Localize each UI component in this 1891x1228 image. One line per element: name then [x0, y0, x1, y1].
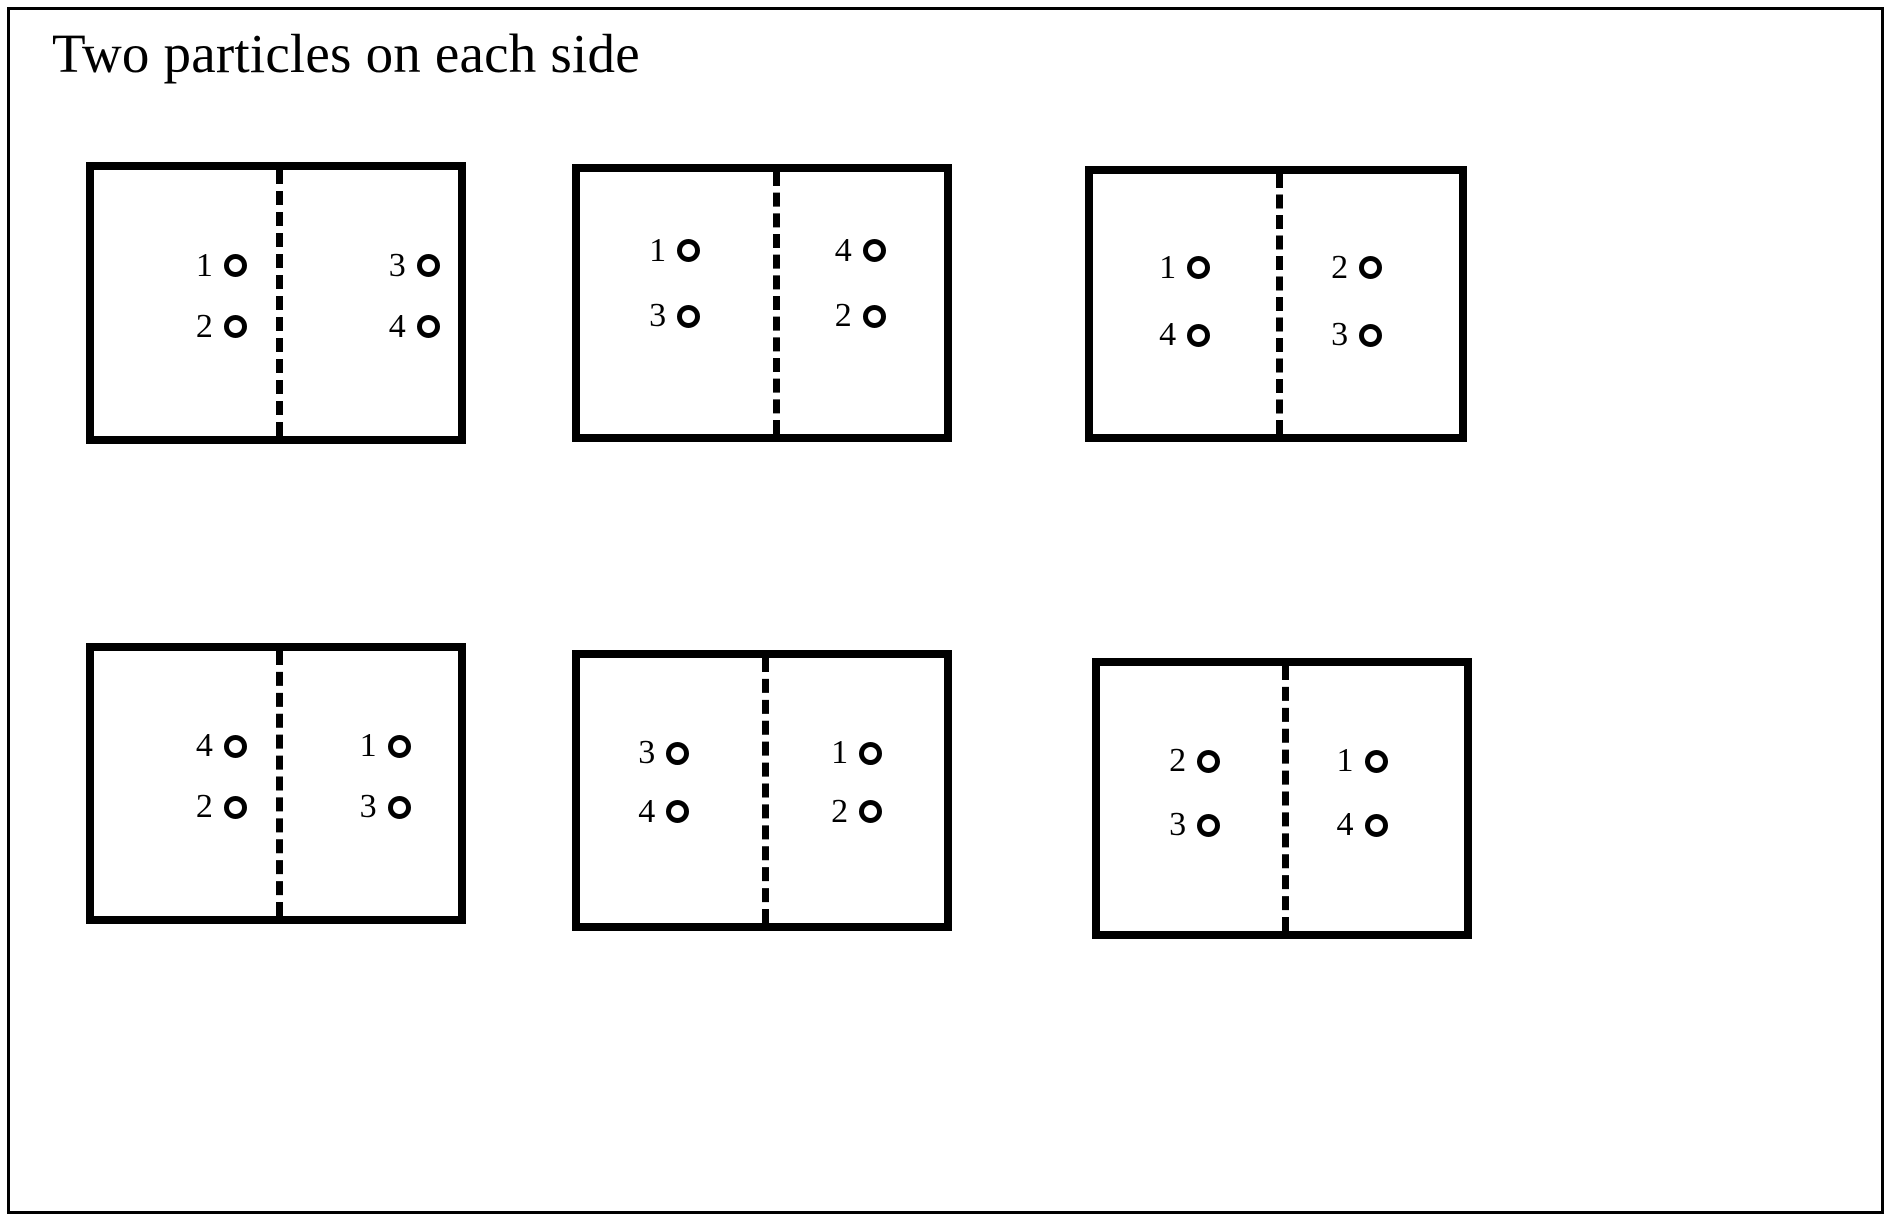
particle-label: 3: [388, 246, 406, 284]
particle-left-bottom-4: 2: [196, 790, 247, 824]
particle-label: 4: [388, 307, 406, 345]
particle-circle-icon: [862, 304, 886, 328]
particle-label: 1: [1159, 248, 1177, 286]
particle-left-bottom-6: 3: [1169, 806, 1221, 843]
particle-label: 3: [359, 788, 377, 826]
particle-circle-icon: [1364, 749, 1388, 773]
particle-right-top-3: 2: [1331, 248, 1383, 286]
particle-left-top-2: 1: [649, 231, 701, 269]
divider-dashed-line-3: [1276, 174, 1283, 434]
particle-left-bottom-3: 4: [1159, 316, 1211, 354]
particle-right-top-1: 3: [388, 246, 440, 284]
container-box-3: 1 4 2 3: [1085, 166, 1467, 442]
particle-label: 3: [1169, 806, 1187, 843]
particle-circle-icon: [862, 239, 886, 263]
particle-circle-icon: [666, 800, 690, 824]
particle-circle-icon: [677, 304, 701, 328]
particle-circle-icon: [1359, 256, 1383, 280]
particle-right-top-5: 1: [831, 734, 883, 772]
divider-dashed-line-6: [1282, 666, 1289, 931]
particle-left-top-1: 1: [195, 246, 247, 284]
particle-circle-icon: [223, 315, 247, 339]
particle-label: 2: [195, 307, 213, 345]
particle-right-bottom-6: 4: [1337, 808, 1388, 842]
particle-label: 1: [195, 246, 213, 284]
particle-circle-icon: [859, 741, 883, 765]
particle-circle-icon: [387, 795, 411, 819]
container-box-6: 2 3 1 4: [1092, 658, 1472, 939]
particle-circle-icon: [416, 254, 440, 278]
particle-label: 4: [638, 792, 656, 830]
particle-circle-icon: [859, 800, 883, 824]
container-box-2: 1 3 4 2: [572, 164, 952, 442]
particle-label: 1: [1336, 742, 1354, 780]
particle-label: 3: [1331, 316, 1349, 354]
particle-right-bottom-1: 4: [388, 307, 440, 345]
container-box-1: 1 2 3 4: [86, 162, 466, 444]
divider-dashed-line-4: [276, 651, 283, 916]
particle-label: 2: [834, 297, 852, 335]
particle-right-bottom-4: 3: [360, 790, 411, 824]
particle-label: 2: [195, 788, 213, 826]
divider-dashed-line-5: [762, 658, 769, 923]
particle-left-bottom-1: 2: [195, 307, 247, 345]
particle-circle-icon: [387, 734, 411, 758]
particle-label: 4: [1159, 316, 1177, 354]
particle-label: 4: [834, 231, 852, 269]
particle-right-bottom-5: 2: [831, 792, 883, 830]
particle-circle-icon: [223, 254, 247, 278]
particle-right-top-6: 1: [1337, 744, 1388, 778]
page-title: Two particles on each side: [52, 23, 640, 84]
particle-left-top-5: 3: [638, 734, 690, 772]
particle-circle-icon: [223, 734, 247, 758]
particle-circle-icon: [1359, 323, 1383, 347]
particle-label: 2: [831, 792, 849, 830]
particle-circle-icon: [1187, 323, 1211, 347]
particle-right-bottom-2: 2: [835, 299, 886, 333]
divider-dashed-line-1: [276, 170, 283, 436]
particle-left-top-4: 4: [196, 729, 247, 763]
particle-circle-icon: [416, 315, 440, 339]
particle-right-bottom-3: 3: [1331, 316, 1383, 354]
particle-label: 3: [649, 297, 667, 335]
particle-left-bottom-2: 3: [649, 297, 701, 335]
particle-circle-icon: [1197, 813, 1221, 837]
particle-circle-icon: [1197, 749, 1221, 773]
particle-label: 1: [649, 231, 667, 269]
particle-right-top-2: 4: [834, 231, 886, 269]
particle-label: 3: [638, 734, 656, 772]
particle-left-bottom-5: 4: [638, 792, 690, 830]
particle-label: 1: [831, 734, 849, 772]
particle-label: 2: [1331, 248, 1349, 286]
particle-label: 4: [1336, 806, 1354, 843]
container-box-5: 3 4 1 2: [572, 650, 952, 931]
particle-circle-icon: [223, 795, 247, 819]
particle-left-top-6: 2: [1169, 742, 1221, 780]
particle-circle-icon: [666, 741, 690, 765]
particle-circle-icon: [677, 239, 701, 263]
particle-circle-icon: [1187, 256, 1211, 280]
divider-dashed-line-2: [772, 172, 780, 434]
particle-left-top-3: 1: [1159, 248, 1211, 286]
particle-label: 4: [195, 727, 213, 765]
particle-right-top-4: 1: [360, 729, 411, 763]
container-box-4: 4 2 1 3: [86, 643, 466, 924]
particle-label: 2: [1169, 742, 1187, 780]
particle-label: 1: [359, 727, 377, 765]
particle-circle-icon: [1364, 813, 1388, 837]
